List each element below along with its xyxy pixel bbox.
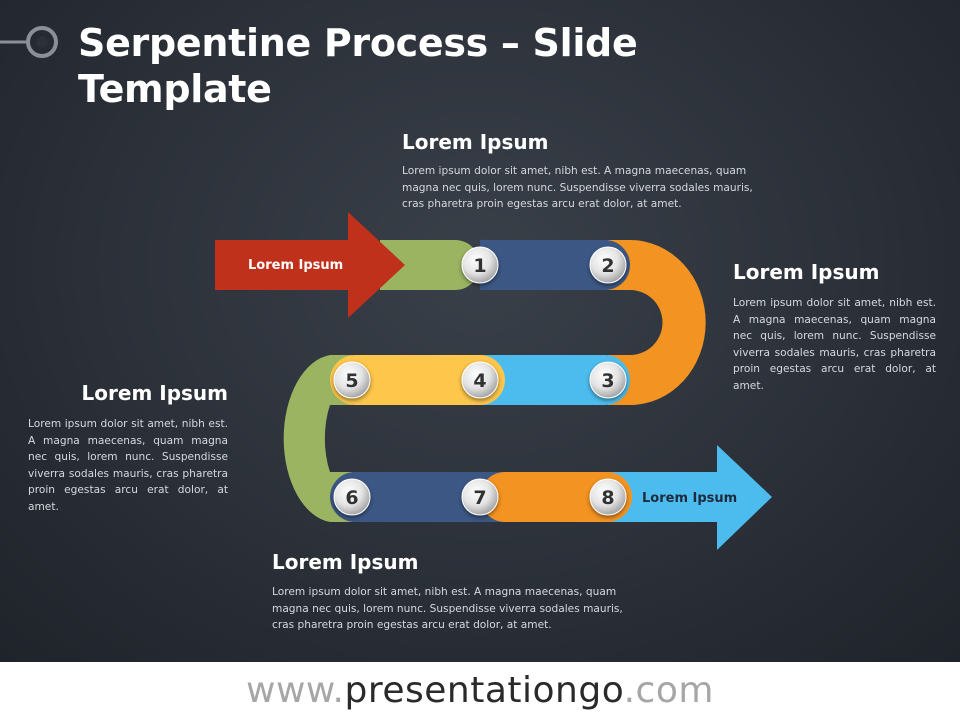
step-number: 4 bbox=[473, 370, 486, 392]
left-body: Lorem ipsum dolor sit amet, nibh est. A … bbox=[28, 418, 228, 513]
left-heading: Lorem Ipsum bbox=[81, 381, 228, 405]
bottom-heading: Lorem Ipsum bbox=[272, 550, 419, 574]
step-number: 6 bbox=[345, 487, 358, 509]
decorative-ring-icon bbox=[0, 26, 58, 58]
slide-title: Serpentine Process – Slide Template bbox=[78, 21, 638, 111]
step-number: 1 bbox=[473, 255, 486, 277]
footer-suffix: .com bbox=[623, 670, 714, 711]
top-heading: Lorem Ipsum bbox=[402, 130, 549, 154]
footer-url: www.presentationgo.com bbox=[0, 662, 960, 720]
footer-prefix: www. bbox=[246, 670, 345, 711]
slide: Serpentine Process – Slide Template bbox=[0, 0, 960, 662]
segment-yellow-row2 bbox=[330, 355, 505, 405]
step-number: 8 bbox=[601, 487, 614, 509]
segment-green-turn bbox=[283, 355, 352, 522]
end-arrow bbox=[610, 445, 772, 550]
right-body: Lorem ipsum dolor sit amet, nibh est. A … bbox=[733, 297, 936, 392]
step-knob-7: 7 bbox=[461, 478, 499, 516]
bottom-body: Lorem ipsum dolor sit amet, nibh est. A … bbox=[272, 586, 623, 631]
step-knob-8: 8 bbox=[589, 478, 627, 516]
step-number: 3 bbox=[601, 370, 614, 392]
end-arrow-label: Lorem Ipsum bbox=[642, 491, 738, 506]
step-number: 7 bbox=[473, 487, 486, 509]
step-knob-5: 5 bbox=[333, 361, 371, 399]
right-heading: Lorem Ipsum bbox=[733, 260, 880, 284]
step-knob-3: 3 bbox=[589, 361, 627, 399]
step-knob-4: 4 bbox=[461, 361, 499, 399]
serpentine-diagram: 1 2 3 4 5 6 7 8 bbox=[215, 212, 772, 550]
start-arrow bbox=[215, 212, 405, 318]
step-number: 2 bbox=[601, 255, 614, 277]
step-number: 5 bbox=[345, 370, 358, 392]
top-body: Lorem ipsum dolor sit amet, nibh est. A … bbox=[402, 165, 753, 210]
step-knob-6: 6 bbox=[333, 478, 371, 516]
start-arrow-label: Lorem Ipsum bbox=[248, 258, 344, 273]
footer-brand: presentationgo bbox=[344, 670, 624, 711]
segment-orange-turn bbox=[608, 240, 706, 405]
step-knob-1: 1 bbox=[461, 246, 499, 284]
step-knob-2: 2 bbox=[589, 246, 627, 284]
